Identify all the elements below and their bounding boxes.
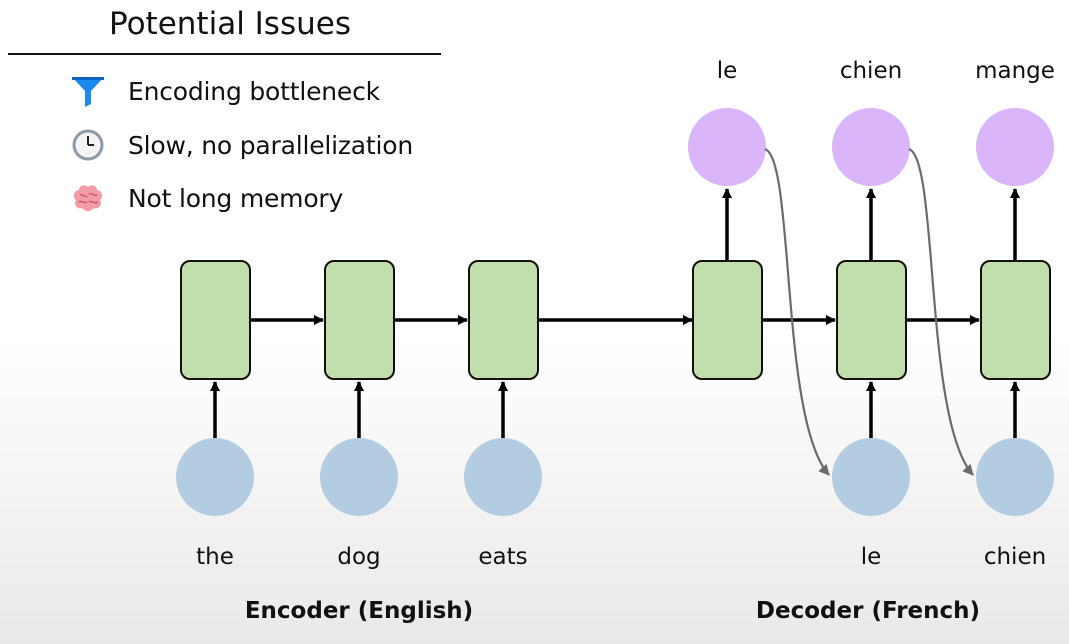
funnel-icon <box>70 73 106 109</box>
clock-icon <box>70 127 106 163</box>
encoder-input-node <box>464 438 542 516</box>
issue-label: Encoding bottleneck <box>128 76 380 106</box>
encoder-caption: Encoder (English) <box>244 598 474 624</box>
decoder-cell <box>692 260 763 380</box>
decoder-input-node <box>832 438 910 516</box>
issue-item-slow: Slow, no parallelization <box>70 126 413 164</box>
encoder-cell <box>180 260 251 380</box>
issue-item-memory: Not long memory <box>70 179 343 217</box>
decoder-output-word: chien <box>839 58 903 84</box>
encoder-input-word: dog <box>337 544 381 570</box>
issue-label: Slow, no parallelization <box>128 130 414 160</box>
encoder-input-node <box>176 438 254 516</box>
feedback-arrow <box>764 147 830 476</box>
decoder-output-word: mange <box>975 58 1055 84</box>
issue-item-bottleneck: Encoding bottleneck <box>70 72 380 110</box>
encoder-input-word: eats <box>478 544 528 570</box>
feedback-arrow <box>908 147 974 476</box>
issue-label: Not long memory <box>128 183 344 213</box>
decoder-cell <box>836 260 907 380</box>
encoder-cell <box>324 260 395 380</box>
encoder-cell <box>468 260 539 380</box>
decoder-output-node <box>832 108 910 186</box>
encoder-input-node <box>320 438 398 516</box>
decoder-output-node <box>688 108 766 186</box>
decoder-caption: Decoder (French) <box>755 598 981 624</box>
slide-title: Potential Issues <box>109 6 351 42</box>
decoder-input-word: le <box>860 544 882 570</box>
decoder-output-word: le <box>716 58 738 84</box>
decoder-cell <box>980 260 1051 380</box>
title-underline <box>8 53 441 55</box>
decoder-output-node <box>976 108 1054 186</box>
decoder-input-node <box>976 438 1054 516</box>
decoder-input-word: chien <box>983 544 1047 570</box>
encoder-input-word: the <box>196 544 234 570</box>
brain-icon <box>70 180 106 216</box>
